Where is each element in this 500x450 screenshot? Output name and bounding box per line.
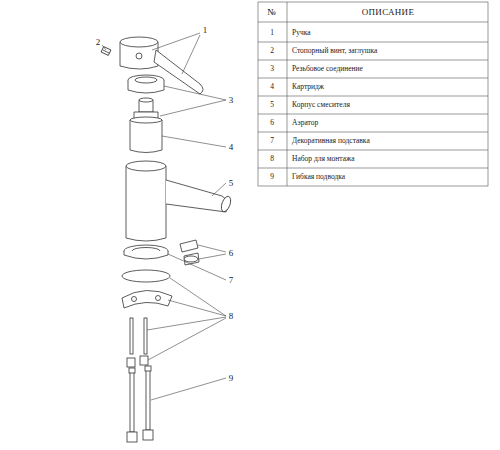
callout-number: 1	[202, 26, 209, 35]
table-cell: Стопорный винт, заглушка	[292, 47, 377, 55]
table-cell: Корпус смесителя	[292, 101, 350, 109]
table-cell: 7	[270, 137, 274, 145]
set-screw	[101, 47, 111, 56]
table-cell: 6	[270, 119, 274, 127]
table-cell: Гибкая подводка	[292, 173, 345, 181]
callout-number: 6	[228, 249, 235, 258]
table-cell: Декоративная подставка	[292, 137, 370, 145]
leader-lines	[102, 33, 226, 400]
table-header: ОПИСАНИЕ	[362, 8, 414, 17]
mounting-kit	[122, 270, 172, 367]
callout-number: 7	[228, 276, 235, 285]
flexible-hoses	[127, 366, 153, 442]
decorative-base	[124, 245, 168, 259]
aerator	[180, 240, 199, 265]
table-cell: 3	[270, 65, 274, 73]
table-cell: Картридж	[292, 83, 324, 91]
callout-number: 4	[228, 143, 235, 152]
table-cell: 1	[270, 29, 274, 37]
table-cell: 8	[270, 155, 274, 163]
table-cell: 5	[270, 101, 274, 109]
table-cell: 4	[270, 83, 274, 91]
callout-number: 8	[228, 312, 235, 321]
threaded-nut	[128, 75, 164, 93]
table-cell: Ручка	[292, 29, 311, 37]
parts-table-grid	[258, 2, 488, 186]
handle	[120, 37, 203, 94]
table-cell: Резьбовое соединение	[292, 65, 363, 73]
table-cell: Набор для монтажа	[292, 155, 355, 163]
mixer-body	[126, 161, 232, 241]
table-cell: 2	[270, 47, 274, 55]
callout-number: 2	[95, 38, 102, 47]
table-header: №	[268, 8, 277, 17]
callout-number: 5	[228, 179, 235, 188]
cartridge	[130, 98, 162, 153]
table-cell: Аэратор	[292, 119, 318, 127]
callout-number: 9	[228, 374, 235, 383]
table-cell: 9	[270, 173, 274, 181]
callout-number: 3	[228, 96, 235, 105]
